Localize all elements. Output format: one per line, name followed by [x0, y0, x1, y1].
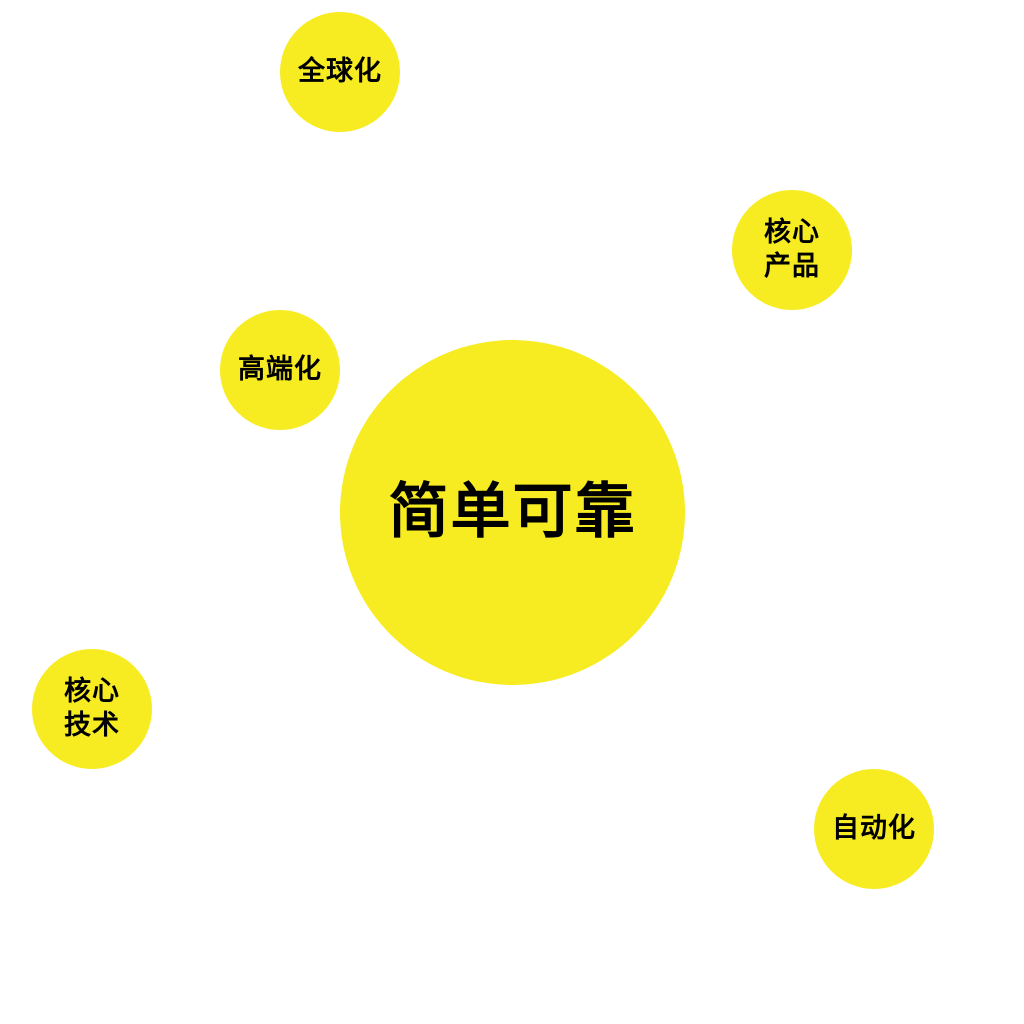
center-label: 简单可靠	[388, 477, 637, 547]
node-core-product-label: 核心 产品	[764, 217, 820, 282]
center-bubble: 简单可靠	[340, 340, 685, 685]
node-high-end: 高端化	[220, 310, 340, 430]
node-core-tech-label: 核心 技术	[64, 676, 120, 741]
node-global: 全球化	[280, 12, 400, 132]
node-core-product: 核心 产品	[732, 190, 852, 310]
node-automation-label: 自动化	[832, 813, 916, 845]
node-global-label: 全球化	[298, 56, 382, 88]
node-high-end-label: 高端化	[238, 354, 322, 386]
node-automation: 自动化	[814, 769, 934, 889]
node-core-tech: 核心 技术	[32, 649, 152, 769]
